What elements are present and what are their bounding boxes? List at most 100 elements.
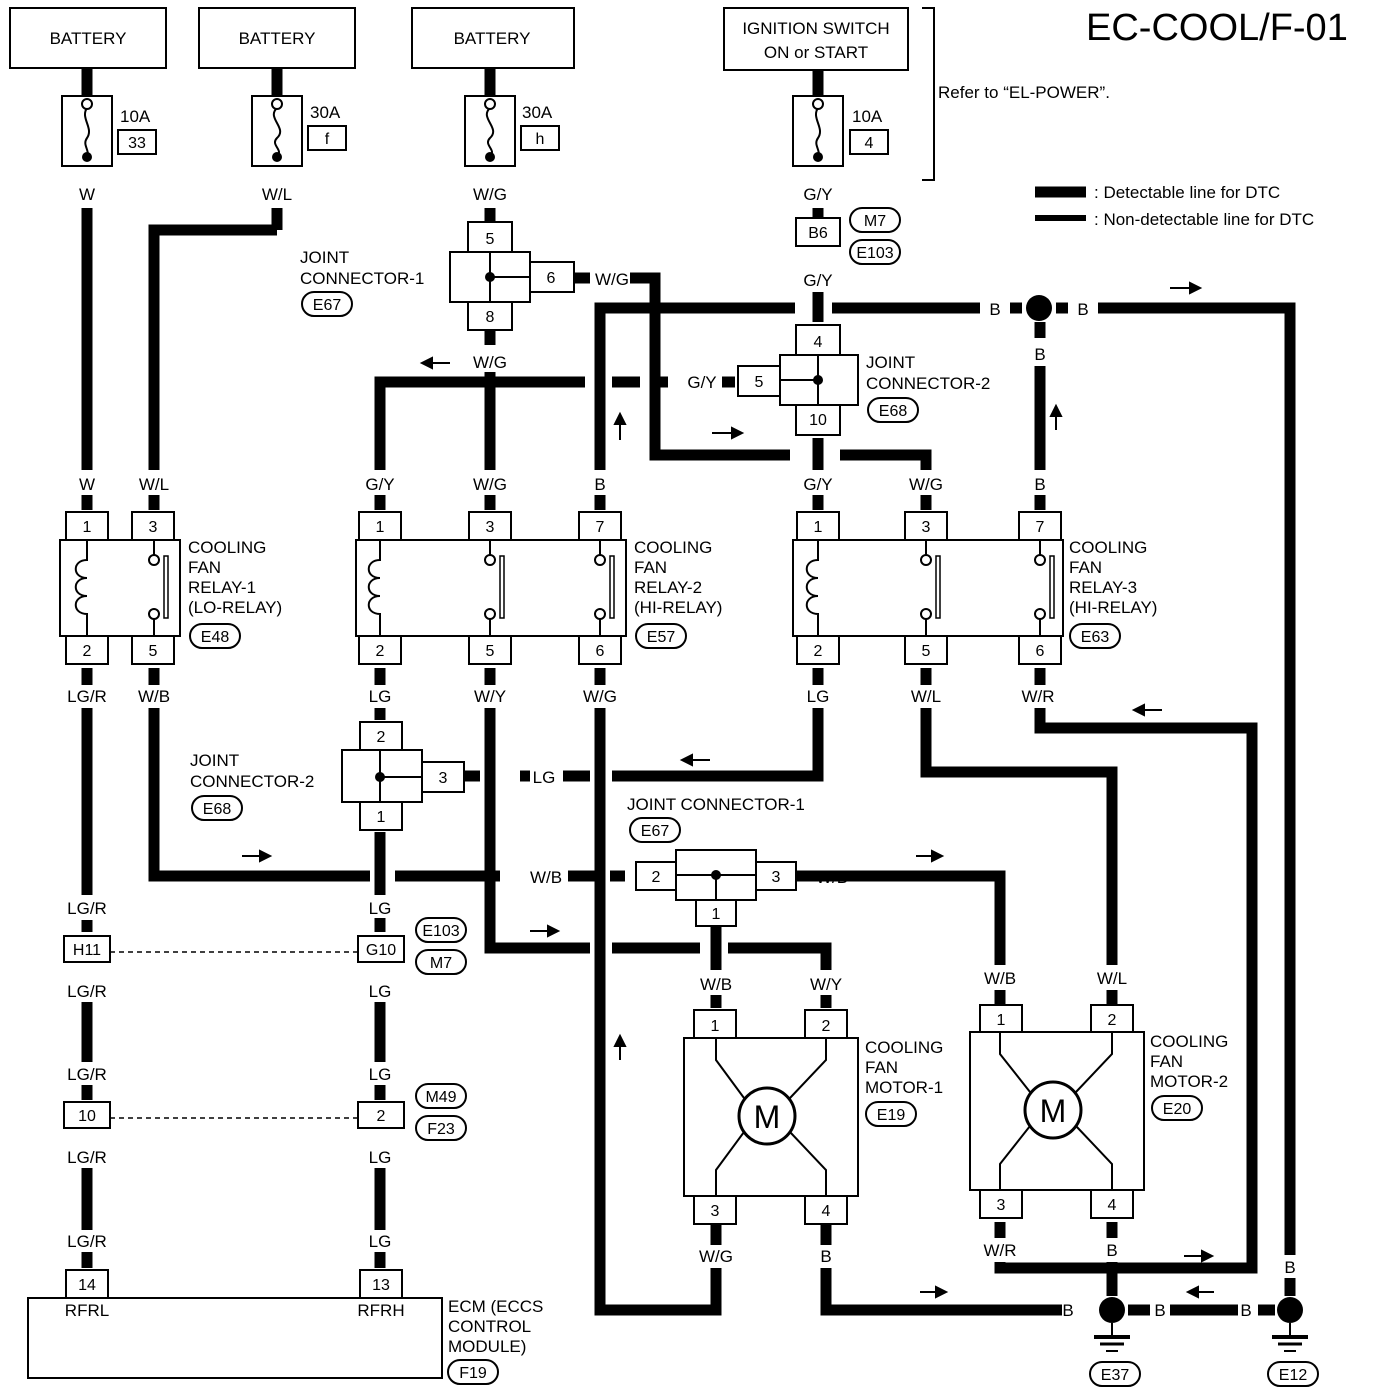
connector-m7: M7 [430, 955, 452, 972]
svg-text:3: 3 [772, 869, 781, 886]
ignition-switch-state: ON or START [764, 43, 868, 62]
connector-m7: M7 [864, 213, 886, 230]
svg-text:7: 7 [596, 519, 605, 536]
fuse-id: h [536, 131, 545, 148]
cooling-fan-motor-2: 1 2 3 4 M COOLING FAN MOTOR-2 E20 [969, 1004, 1228, 1219]
connector-e67: E67 [313, 297, 342, 314]
svg-text:JOINT CONNECTOR-1: JOINT CONNECTOR-1 [627, 795, 805, 814]
diagram-title: EC-COOL/F-01 [1086, 7, 1348, 49]
jc2-label: JOINT [866, 353, 915, 372]
svg-text:CONTROL: CONTROL [448, 1317, 531, 1336]
pin-10: 10 [809, 412, 827, 429]
svg-text:W/G: W/G [473, 185, 507, 204]
svg-text:G/Y: G/Y [803, 185, 832, 204]
svg-text:2: 2 [376, 643, 385, 660]
svg-text:14: 14 [78, 1277, 96, 1294]
joint-connector-1-upper: 5 8 6 JOINT CONNECTOR-1 E67 [300, 221, 575, 331]
svg-text:M: M [754, 1099, 781, 1135]
svg-text:2: 2 [814, 643, 823, 660]
svg-text:B: B [1240, 1301, 1251, 1320]
cooling-fan-relay-3: 1 3 7 2 5 6 COOLING FAN RELAY-3 (HI-RELA… [792, 511, 1157, 665]
svg-text:COOLING: COOLING [865, 1038, 943, 1057]
svg-text:W: W [79, 475, 95, 494]
cooling-fan-motor-1: 1 2 3 4 M COOLING FAN MOTOR-1 E19 [683, 1009, 943, 1225]
svg-text:ECM (ECCS: ECM (ECCS [448, 1297, 543, 1316]
svg-text:G/Y: G/Y [803, 475, 832, 494]
ground-e37: E37 [1089, 1297, 1141, 1387]
svg-text:2: 2 [83, 643, 92, 660]
wires [81, 68, 1296, 1316]
svg-text:1: 1 [83, 519, 92, 536]
fuse-id: f [325, 131, 330, 148]
joint-connector-1-lower: JOINT CONNECTOR-1 E67 2 3 1 [627, 795, 805, 927]
svg-text:B: B [1034, 475, 1045, 494]
svg-text:1: 1 [997, 1012, 1006, 1029]
svg-text:B: B [820, 1247, 831, 1266]
legend-detectable: : Detectable line for DTC [1094, 183, 1280, 202]
svg-text:2: 2 [377, 729, 386, 746]
svg-text:FAN: FAN [1150, 1052, 1183, 1071]
pin-5: 5 [755, 374, 764, 391]
svg-text:LG/R: LG/R [67, 982, 107, 1001]
svg-text:3: 3 [997, 1197, 1006, 1214]
ecm-module: 14 13 RFRL RFRH ECM (ECCS CONTROL MODULE… [27, 1269, 543, 1385]
svg-text:LG: LG [369, 982, 392, 1001]
fuse-id: 33 [128, 135, 146, 152]
svg-text:RELAY-1: RELAY-1 [188, 578, 256, 597]
svg-text:W/G: W/G [473, 475, 507, 494]
pin-7: 5 [486, 231, 495, 248]
svg-text:B: B [1077, 300, 1088, 319]
svg-text:W/L: W/L [139, 475, 169, 494]
fuse-10a-4: 10A 4 [792, 95, 889, 167]
svg-text:B6: B6 [808, 225, 828, 242]
connector-e57: E57 [647, 629, 676, 646]
svg-text:E12: E12 [1279, 1367, 1308, 1384]
svg-text:E37: E37 [1101, 1367, 1130, 1384]
joint-connector-2-lower: 2 1 3 JOINT CONNECTOR-2 E68 [190, 721, 465, 831]
svg-text:COOLING: COOLING [1150, 1032, 1228, 1051]
svg-text:7: 7 [1036, 519, 1045, 536]
connector-m49: M49 [425, 1089, 456, 1106]
pin-6: 6 [547, 270, 556, 287]
battery-box [198, 7, 356, 69]
svg-text:LG: LG [369, 687, 392, 706]
svg-text:W/L: W/L [1097, 969, 1127, 988]
svg-text:2: 2 [1108, 1012, 1117, 1029]
ignition-switch-label: IGNITION SWITCH [742, 19, 889, 38]
svg-text:LG/R: LG/R [67, 1065, 107, 1084]
fuse-id: 4 [865, 135, 874, 152]
fuse-amp: 10A [120, 107, 151, 126]
svg-text:LG: LG [807, 687, 830, 706]
svg-text:B: B [1062, 1301, 1073, 1320]
cooling-fan-relay-1: 1 3 2 5 COOLING FAN RELAY-1 (LO-RELAY) E… [59, 511, 282, 665]
battery-label: BATTERY [454, 29, 531, 48]
svg-text:4: 4 [1108, 1197, 1117, 1214]
svg-text:MOTOR-2: MOTOR-2 [1150, 1072, 1228, 1091]
svg-text:W: W [79, 185, 95, 204]
jc1-label: JOINT [300, 248, 349, 267]
svg-text:G/Y: G/Y [365, 475, 394, 494]
ignition-switch-box [723, 7, 909, 71]
battery-label: BATTERY [50, 29, 127, 48]
jc1-label-2: CONNECTOR-1 [300, 269, 424, 288]
refer-note: Refer to “EL-POWER”. [938, 83, 1110, 102]
ecm-pin-rfrh: RFRH [357, 1301, 404, 1320]
svg-text:W/Y: W/Y [810, 975, 842, 994]
svg-text:B: B [1284, 1258, 1295, 1277]
svg-text:JOINT: JOINT [190, 751, 239, 770]
svg-text:LG: LG [369, 1232, 392, 1251]
svg-text:3: 3 [922, 519, 931, 536]
svg-text:H11: H11 [73, 942, 101, 959]
svg-text:W/B: W/B [816, 868, 848, 887]
svg-text:3: 3 [149, 519, 158, 536]
svg-text:1: 1 [376, 519, 385, 536]
connector-h11-g10: H11 G10 E103 M7 [63, 917, 467, 975]
connector-f23: F23 [427, 1121, 455, 1138]
svg-text:B: B [1154, 1301, 1165, 1320]
svg-text:10: 10 [78, 1108, 96, 1125]
fuse-30a-h: 30A h [464, 95, 560, 167]
svg-text:FAN: FAN [1069, 558, 1102, 577]
connector-e68: E68 [203, 801, 232, 818]
svg-text:LG/R: LG/R [67, 1148, 107, 1167]
svg-text:RELAY-2: RELAY-2 [634, 578, 702, 597]
